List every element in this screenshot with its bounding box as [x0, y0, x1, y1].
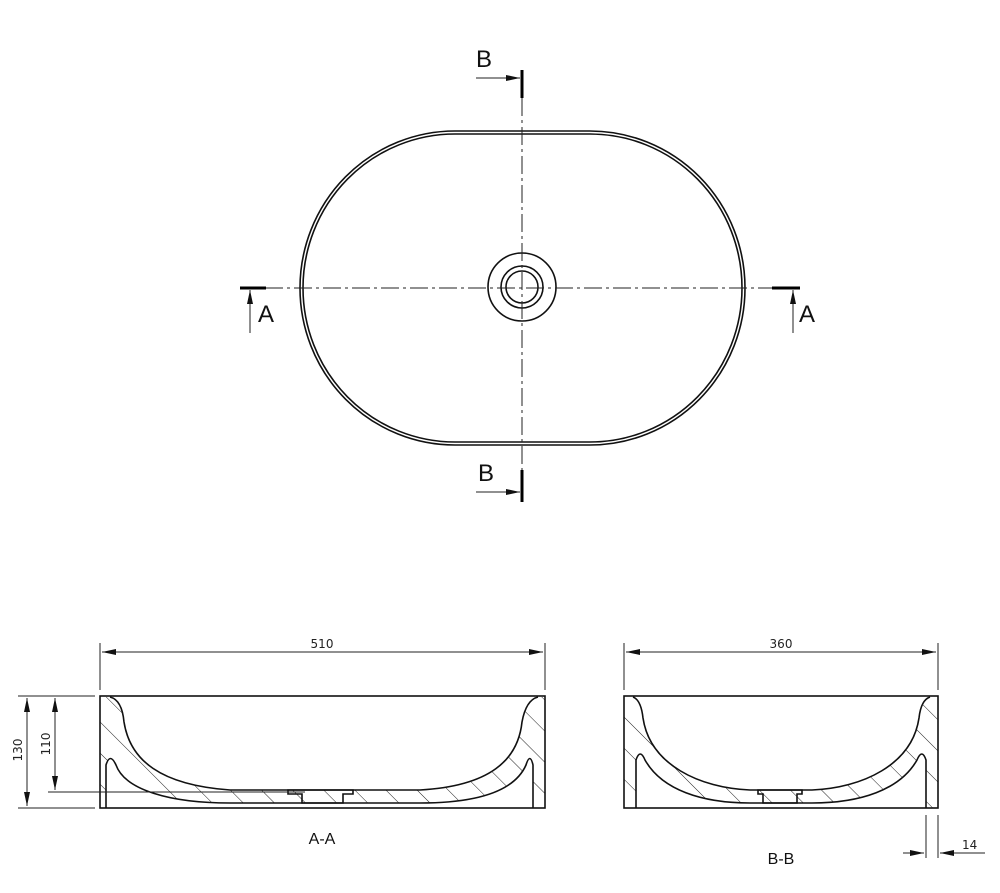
section-aa-view: 510 130 110 A-A: [11, 637, 546, 848]
dim-wall-bb: 14: [962, 838, 977, 852]
section-label-b-top: B: [476, 46, 492, 73]
section-marker-b-bottom: B: [476, 460, 524, 502]
section-label-a-right: A: [799, 301, 815, 328]
top-view: B B A A: [240, 46, 815, 502]
dim-depth-aa: 110: [39, 733, 53, 756]
hatched-wall: [624, 697, 938, 808]
basin-outline: [299, 130, 746, 446]
section-bb-view: 360 14 B-B: [623, 637, 985, 868]
section-caption-aa: A-A: [309, 831, 336, 848]
section-marker-a-right: A: [772, 286, 815, 333]
drain-section-bb: [757, 789, 803, 804]
drain-section-aa: [287, 789, 354, 804]
dim-height-aa: 130: [11, 739, 25, 762]
section-marker-b-top: B: [476, 46, 524, 98]
section-label-b-bottom: B: [478, 460, 494, 487]
dim-width-aa: 510: [311, 637, 334, 651]
section-marker-a-left: A: [240, 286, 274, 333]
section-caption-bb: B-B: [768, 851, 795, 868]
dim-width-bb: 360: [770, 637, 793, 651]
hatched-wall: [100, 697, 545, 808]
section-label-a-left: A: [258, 301, 274, 328]
